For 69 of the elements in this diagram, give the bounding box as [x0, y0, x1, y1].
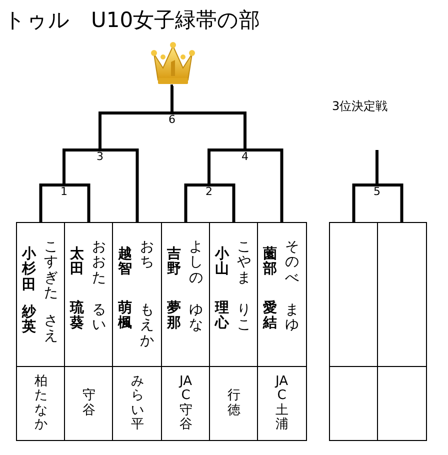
- name-text: 薗部: [263, 247, 277, 278]
- reading-text: ゆな: [189, 303, 203, 334]
- reading-text: おおた: [92, 240, 106, 286]
- club-cell: [161, 366, 210, 441]
- club-name: 守谷: [82, 389, 96, 418]
- bracket-line: [172, 112, 246, 150]
- reading-text: こすぎた: [44, 240, 58, 302]
- bracket-line: [208, 148, 245, 185]
- bracket-line: [184, 184, 209, 222]
- bracket-line: [64, 184, 90, 222]
- club-name: みらい平: [130, 374, 144, 432]
- name-text: 小杉田: [22, 247, 36, 294]
- bracket-line: [39, 184, 64, 222]
- club-cell: [112, 366, 162, 441]
- club-cell: [16, 366, 66, 441]
- bracket-line: [170, 84, 174, 113]
- round-label: 3位決定戦: [332, 98, 388, 115]
- match-number: 1: [55, 185, 73, 199]
- name-text: 夢那: [167, 301, 181, 332]
- club-name: 行徳: [227, 389, 240, 418]
- bracket-cell: [329, 366, 378, 441]
- reading-text: もえか: [140, 303, 154, 350]
- name-text: 理心: [215, 301, 229, 332]
- bracket-line: [100, 148, 139, 222]
- reading-text: よしの: [189, 240, 203, 286]
- club-cell: [64, 366, 114, 441]
- reading-text: おち: [140, 240, 154, 271]
- name-text: 越智: [118, 247, 132, 278]
- name-text: 琉葵: [70, 301, 84, 332]
- bracket-line: [209, 184, 236, 222]
- reading-text: まゆ: [285, 303, 299, 334]
- match-number: 4: [236, 150, 254, 164]
- name-text: 萌楓: [118, 301, 132, 332]
- bracket-cell: [377, 222, 426, 368]
- player-cell: [64, 222, 114, 368]
- reading-text: こやま: [237, 240, 251, 286]
- match-number: 3: [91, 150, 109, 164]
- name-text: 紗英: [22, 305, 36, 336]
- title: トゥル U10女子緑帯の部: [4, 7, 260, 34]
- bracket-line: [352, 184, 377, 222]
- player-cell: [209, 222, 258, 368]
- bracket-cell: [329, 222, 378, 368]
- match-number: 2: [200, 185, 218, 199]
- player-cell: [112, 222, 162, 368]
- club-cell: [209, 366, 258, 441]
- reading-text: りこ: [237, 303, 251, 334]
- bracket-line: [377, 184, 404, 222]
- club-cell: [257, 366, 306, 441]
- reading-text: るい: [92, 303, 106, 334]
- club-name: JAC土浦: [275, 374, 288, 432]
- bracket-cell: [377, 366, 426, 441]
- club-name: 柏たなか: [34, 374, 48, 432]
- bracket-line: [245, 148, 284, 222]
- bracket-line: [376, 150, 378, 185]
- name-text: 太田: [70, 247, 84, 278]
- bracket-line: [98, 112, 172, 150]
- bracket-line: [62, 148, 100, 185]
- reading-text: さえ: [44, 314, 58, 345]
- club-name: JAC守谷: [179, 374, 192, 432]
- match-number: 6: [163, 113, 181, 127]
- crown-icon: [150, 40, 196, 86]
- name-text: 吉野: [167, 247, 181, 278]
- name-text: 小山: [215, 247, 229, 278]
- match-number: 5: [368, 185, 386, 199]
- player-cell: [16, 222, 66, 368]
- player-cell: [161, 222, 210, 368]
- reading-text: そのべ: [285, 240, 299, 286]
- name-text: 愛結: [263, 301, 277, 332]
- player-cell: [257, 222, 306, 368]
